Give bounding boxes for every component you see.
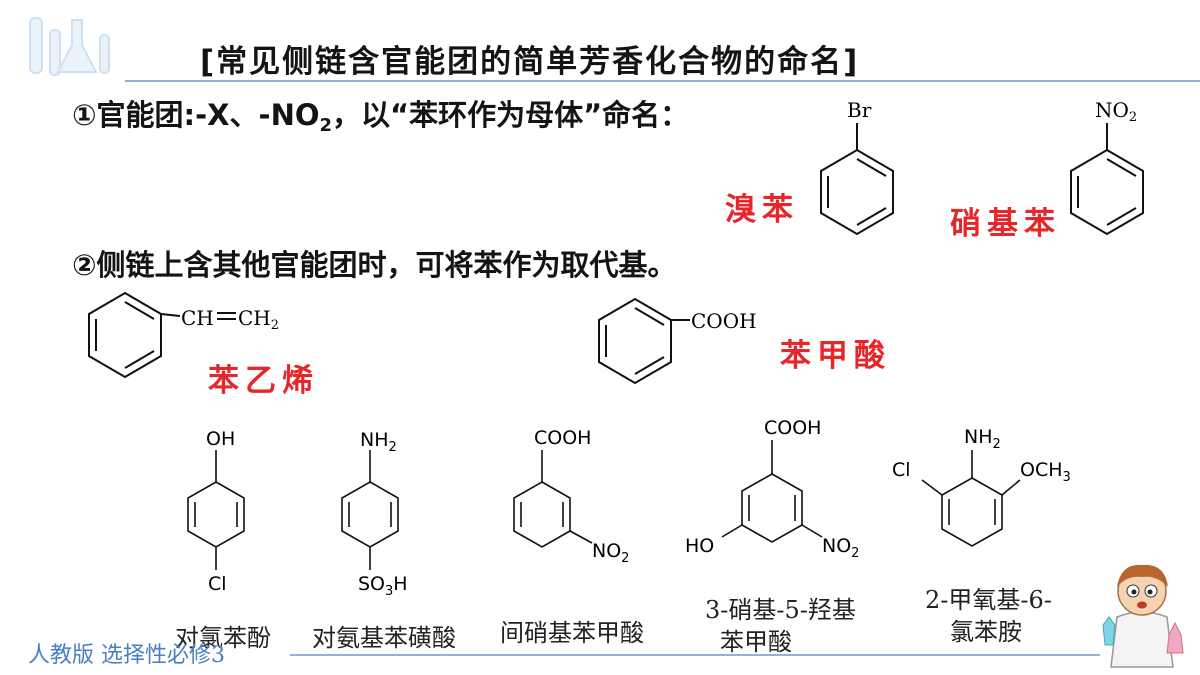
svg-text:HO: HO (685, 535, 714, 557)
svg-text:Cl: Cl (892, 459, 911, 481)
bromobenzene-structure: Br (820, 98, 894, 236)
caption-p-chlorophenol: 对氯苯酚 (175, 624, 271, 652)
nitro-hydroxybenzoic-acid-structure: COOH HO NO2 (685, 417, 859, 561)
sulfanilic-acid-structure: NH2 SO3H (341, 429, 408, 599)
section-1-heading: ①官能团:-X、-NO2，以“苯环作为母体”命名： (72, 98, 690, 136)
svg-text:OH: OH (206, 428, 235, 450)
lab-glassware-icon (29, 17, 110, 76)
scientist-mascot-icon (1102, 564, 1184, 668)
title-divider (125, 80, 1200, 82)
m-nitrobenzoic-acid-structure: COOH NO2 (513, 427, 629, 566)
svg-text:OCH3: OCH3 (1020, 459, 1071, 485)
nitrobenzene-structure: NO2 (1070, 98, 1144, 236)
name-bromobenzene: 溴苯 (725, 192, 799, 228)
svg-text:NH2: NH2 (360, 429, 397, 455)
svg-text:CH: CH (181, 306, 214, 330)
benzoic-acid-structure: COOH (598, 297, 757, 385)
svg-text:COOH: COOH (691, 309, 757, 333)
caption-nitro-hydroxybenzoic-line2: 苯甲酸 (720, 628, 792, 656)
styrene-structure: CH CH2 (88, 291, 279, 379)
svg-text:NO2: NO2 (1095, 98, 1137, 125)
svg-text:Cl: Cl (208, 573, 227, 595)
svg-text:COOH: COOH (534, 427, 591, 449)
svg-text:SO3H: SO3H (358, 573, 408, 599)
svg-text:Br: Br (847, 98, 872, 122)
caption-m-nitrobenzoic-acid: 间硝基苯甲酸 (500, 619, 644, 647)
bottom-divider (290, 654, 1100, 656)
name-benzoic-acid: 苯甲酸 (780, 338, 891, 374)
caption-methoxy-chloroaniline-line1: 2-甲氧基-6- (925, 586, 1052, 614)
caption-sulfanilic-acid: 对氨基苯磺酸 (312, 624, 456, 652)
svg-text:NO2: NO2 (822, 535, 859, 561)
name-styrene: 苯乙烯 (208, 363, 319, 399)
footer-text: 人教版 选择性必修3 (28, 643, 225, 668)
page-title: [常见侧链含官能团的简单芳香化合物的命名] (200, 44, 860, 80)
svg-text:CH2: CH2 (238, 306, 279, 333)
caption-methoxy-chloroaniline-line2: 氯苯胺 (950, 618, 1022, 646)
section-2-heading: ②侧链上含其他官能团时，可将苯作为取代基。 (72, 248, 677, 282)
methoxy-chloroaniline-structure: NH2 Cl OCH3 (892, 426, 1071, 547)
svg-text:COOH: COOH (764, 417, 821, 439)
svg-text:NO2: NO2 (592, 540, 629, 566)
caption-nitro-hydroxybenzoic-line1: 3-硝基-5-羟基 (705, 596, 856, 624)
name-nitrobenzene: 硝基苯 (950, 206, 1061, 242)
p-chlorophenol-structure: OH Cl (187, 428, 245, 595)
svg-text:NH2: NH2 (964, 426, 1001, 452)
